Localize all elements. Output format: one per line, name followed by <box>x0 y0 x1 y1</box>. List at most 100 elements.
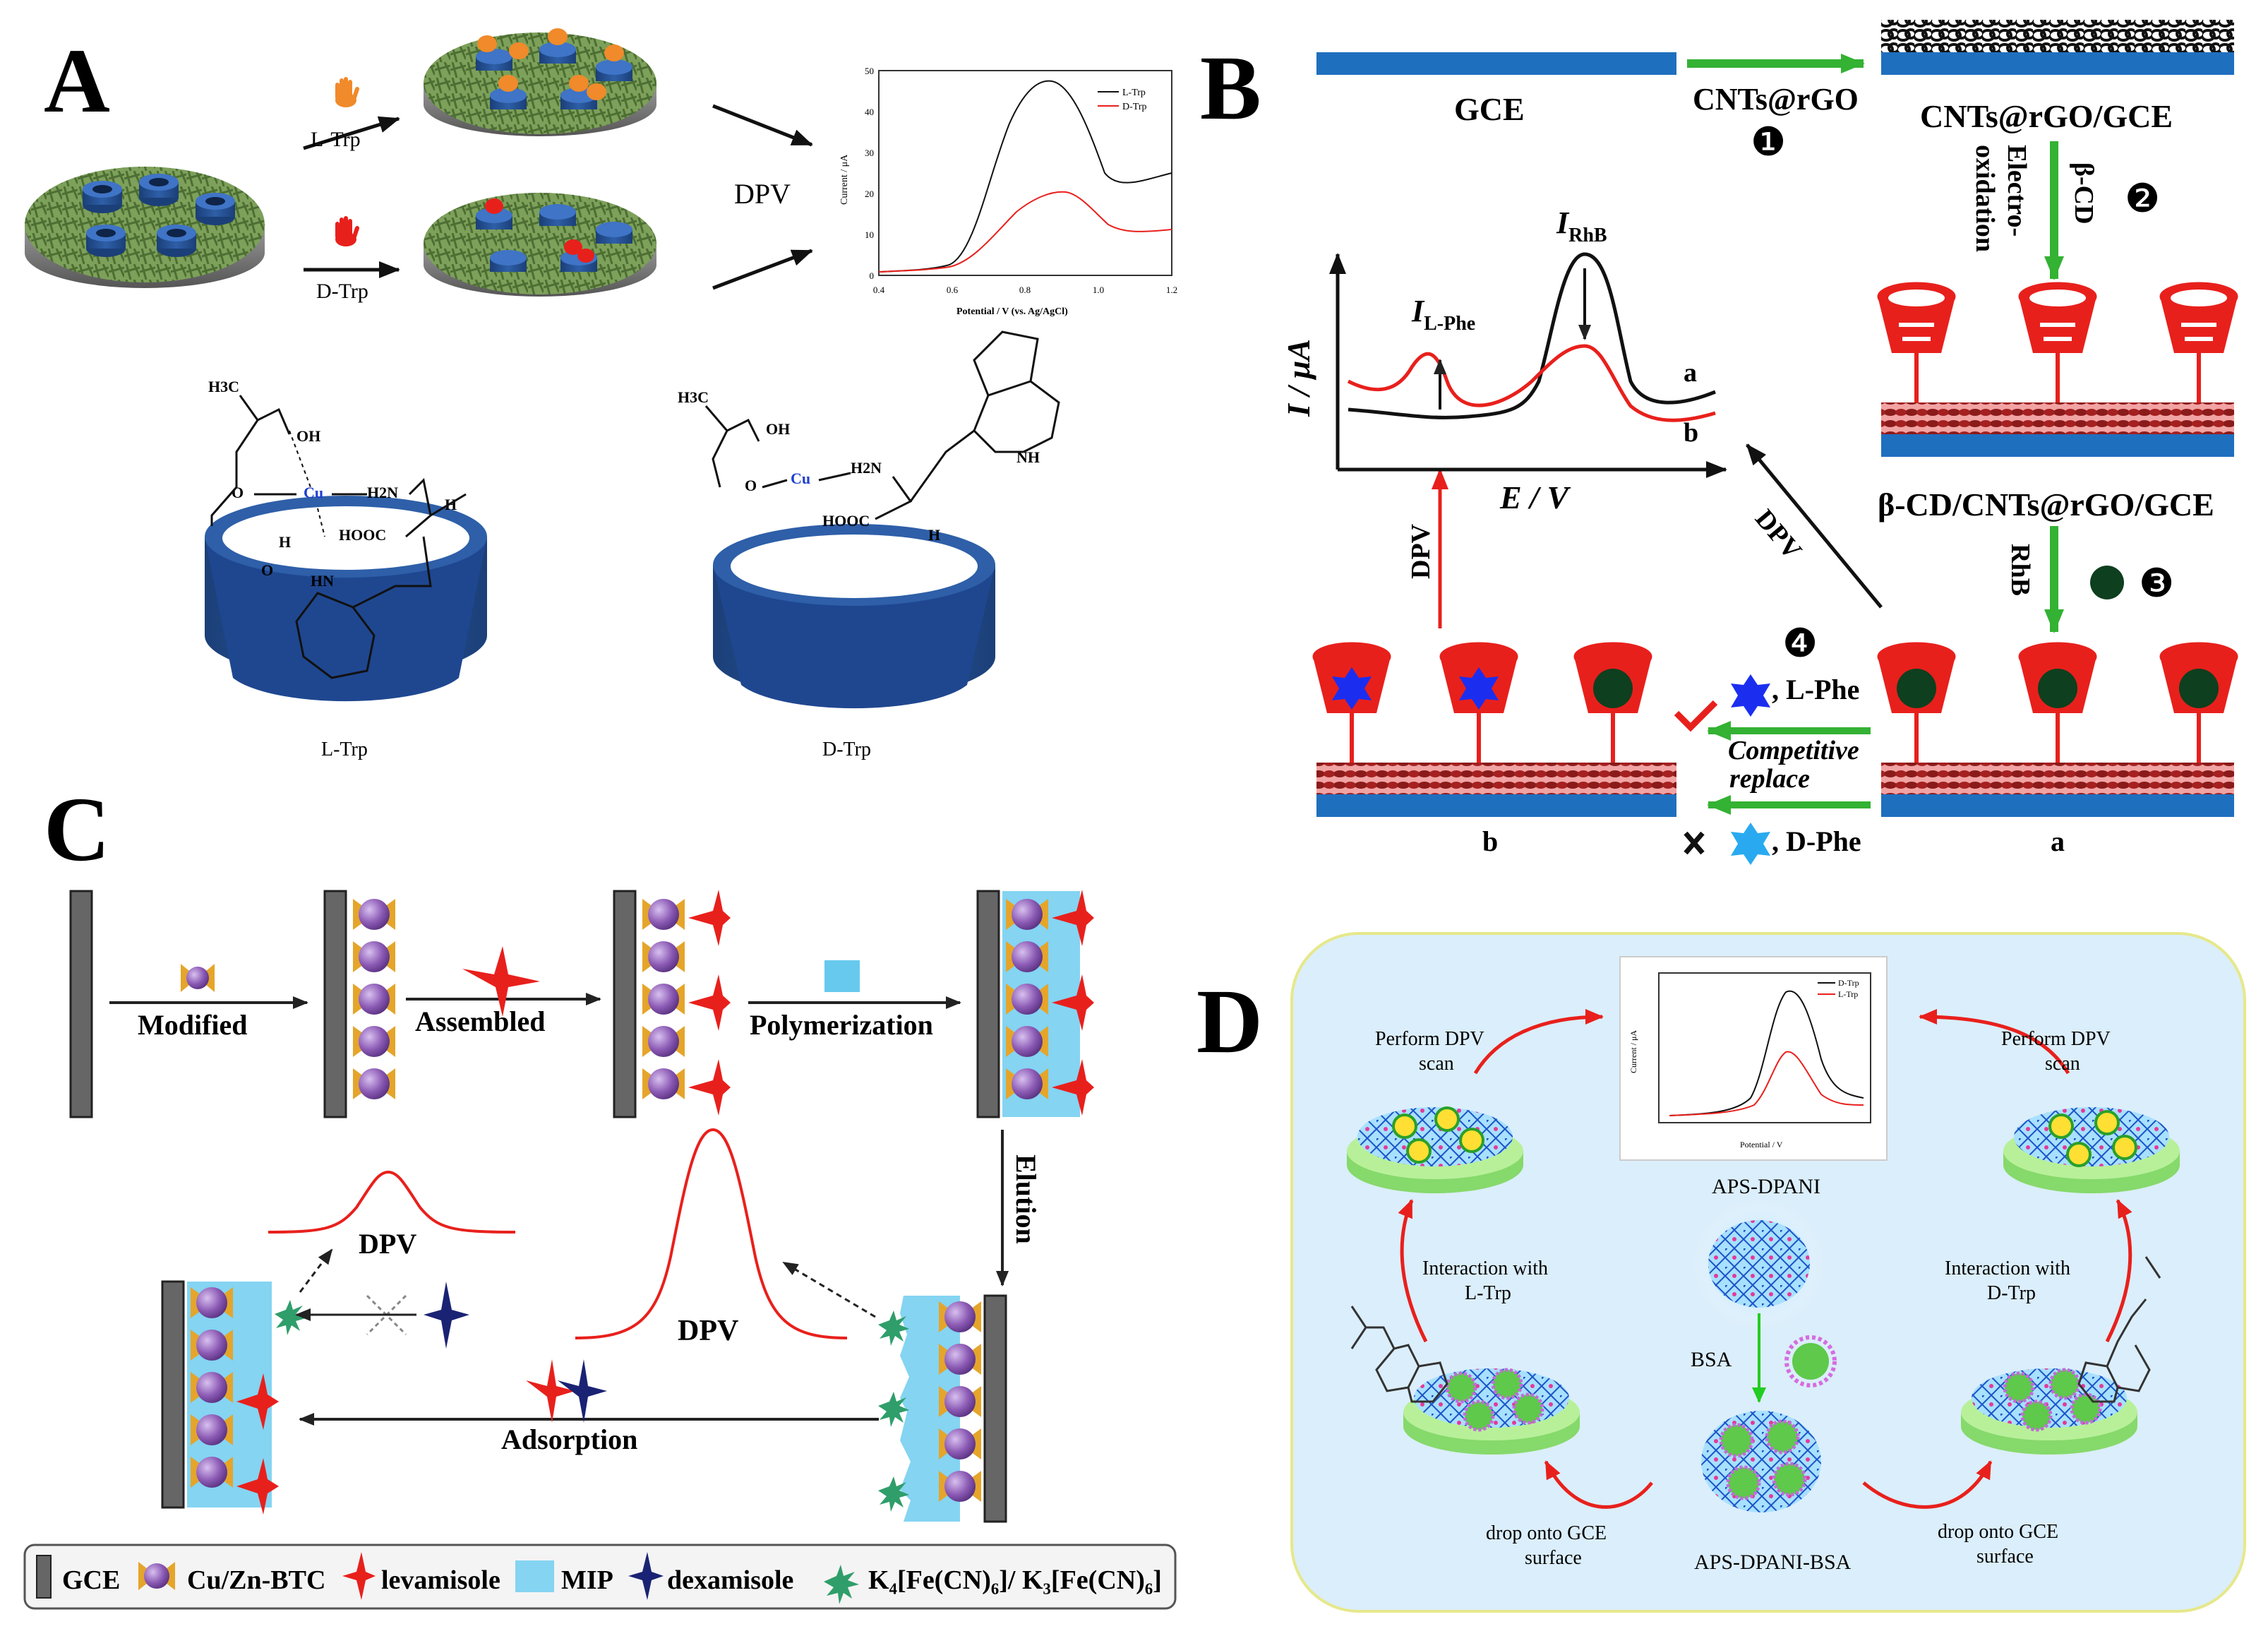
label-b: b <box>1482 825 1498 857</box>
inset-a-ytick: 0 <box>870 270 875 281</box>
structure-l-trp: H3C OH O Cu H2N HOOC H HN H O L-Trp <box>205 378 487 760</box>
arrow-interaction-left <box>1398 1199 1428 1343</box>
arrow-interaction-right <box>2105 1199 2132 1343</box>
step4-badge: ❹ <box>1782 622 1818 666</box>
legend-gce-text: GCE <box>62 1565 120 1595</box>
svg-text:Cu: Cu <box>304 484 323 501</box>
curve-a-label: a <box>1684 358 1697 388</box>
d-trp-caption: D-Trp <box>822 739 871 760</box>
legend-c: GCE Cu/Zn-BTC levamisole MIP dexamisole … <box>23 1544 1177 1610</box>
svg-text:O: O <box>261 561 273 579</box>
hand-icon-red <box>335 216 359 246</box>
cnts-layer <box>1881 20 2234 52</box>
electrode-disc-main <box>25 167 265 288</box>
d-phe-icon <box>1731 823 1770 865</box>
inset-d-curve-l-trp <box>1669 1051 1864 1116</box>
plate-top-right <box>2003 1107 2180 1193</box>
rhb-icon <box>2090 566 2124 599</box>
svg-text:O: O <box>745 477 757 494</box>
svg-text:H: H <box>928 526 940 544</box>
legend-cuzn-text: Cu/Zn-BTC <box>187 1565 325 1595</box>
label-a: a <box>2051 825 2065 857</box>
inset-d-ylabel: Current / μA <box>1628 1030 1638 1073</box>
dashed-arrow-dpv-small <box>299 1248 333 1293</box>
legend-mip-swatch <box>515 1560 554 1592</box>
adsorption-label: Adsorption <box>501 1423 637 1455</box>
gce-electrode-top <box>1316 52 1676 75</box>
l-phe-icon <box>1731 674 1770 717</box>
aps-dpani-cluster <box>1708 1220 1810 1308</box>
scan-right: scan <box>2045 1053 2080 1075</box>
rhb-label: RhB <box>2005 544 2035 596</box>
stage-polymerized <box>976 890 1094 1118</box>
inset-d-curve-d-trp <box>1669 990 1864 1116</box>
electrode-disc-d-trp <box>424 193 656 297</box>
mof-particle-icon <box>181 964 215 992</box>
interaction-right-2: D-Trp <box>1987 1282 2036 1304</box>
svg-text:HOOC: HOOC <box>822 512 870 530</box>
scan-left: scan <box>1419 1053 1454 1075</box>
perform-dpv-left: Perform DPV <box>1375 1028 1484 1050</box>
electro-label: Electro- <box>2002 145 2032 237</box>
gce-label: GCE <box>1454 91 1525 127</box>
bsa-icon <box>1784 1335 1837 1387</box>
step3-badge: ❸ <box>2139 562 2174 606</box>
bcd-gce-label: β-CD/CNTs@rGO/GCE <box>1878 486 2214 523</box>
perform-dpv-right: Perform DPV <box>2001 1028 2111 1050</box>
drop-left-2: surface <box>1525 1547 1582 1569</box>
svg-text:H3C: H3C <box>208 378 239 395</box>
inset-a-xtick: 0.8 <box>1019 285 1031 295</box>
electrode-a <box>1877 642 2238 817</box>
inset-a-ytick: 20 <box>865 189 874 199</box>
inset-d-legend-d: D-Trp <box>1838 978 1859 988</box>
legend-mip-text: MIP <box>561 1565 613 1595</box>
svg-text:H3C: H3C <box>678 388 709 406</box>
dpv-peak-large <box>575 1128 848 1339</box>
inset-a-curve-d-trp <box>878 191 1172 273</box>
electrode-disc-l-trp <box>424 28 656 136</box>
legend-dexamisole-text: dexamisole <box>667 1565 793 1595</box>
inset-a-legend-d: D-Trp <box>1122 102 1147 112</box>
check-icon <box>1674 700 1718 732</box>
d-phe-label: , D-Phe <box>1772 825 1861 857</box>
legend-cuzn-swatch <box>138 1562 175 1590</box>
cnts-label: CNTs@rGO <box>1693 82 1859 117</box>
panel-c: C Modified Assembled <box>23 779 1177 1610</box>
structure-d-trp: H3C OH O Cu H2N HOOC H NH D-Trp <box>678 330 1060 760</box>
assembled-label: Assembled <box>415 1005 545 1037</box>
plate-top-left <box>1347 1106 1523 1193</box>
step2-badge: ❷ <box>2125 177 2160 221</box>
arrow-to-inset-right <box>1919 1009 2070 1075</box>
polymerization-label: Polymerization <box>750 1009 933 1041</box>
inset-chart-d: Current / μA Potential / V D-Trp L-Trp <box>1619 956 1888 1161</box>
panel-c-letter: C <box>44 779 110 880</box>
stage-assembled <box>613 890 731 1118</box>
step1-badge: ❶ <box>1751 121 1786 165</box>
dpv-peak-small <box>268 1170 516 1234</box>
bsa-label: BSA <box>1691 1348 1732 1371</box>
panel-d-letter: D <box>1196 971 1263 1073</box>
schematic-dpv-graph: I / μA E / V IL-Phe IRhB a b <box>1280 205 1727 515</box>
inset-a-ytick: 10 <box>865 229 874 240</box>
l-trp-caption: L-Trp <box>321 739 368 760</box>
interaction-left-1: Interaction with <box>1422 1258 1548 1279</box>
hand-icon-orange <box>335 77 359 107</box>
panel-a: A L-Trp D-Trp <box>25 28 1177 760</box>
cyclodextrin-cups <box>83 174 235 257</box>
drop-right-1: drop onto GCE <box>1938 1521 2058 1543</box>
svg-text:H: H <box>279 533 291 551</box>
graph-ylabel: I / μA <box>1280 339 1316 417</box>
cnts-gce-label: CNTs@rGO/GCE <box>1920 98 2173 134</box>
dpv-label-a: DPV <box>734 178 791 210</box>
panel-b-letter: B <box>1200 37 1261 139</box>
oxidation-label: oxidation <box>1970 145 2000 252</box>
levamisole-icon <box>462 946 540 1017</box>
panel-d: D Current / μA Potential / V D-Trp L-Trp… <box>1196 932 2246 1613</box>
bcd-label: β-CD <box>2069 162 2099 225</box>
inset-a-xtick: 1.2 <box>1166 285 1177 295</box>
cross-icon <box>1684 831 1705 855</box>
gce-electrode-cnts <box>1881 52 2234 75</box>
replace-label: replace <box>1729 764 1810 794</box>
inset-a-ytick: 40 <box>865 107 874 117</box>
dexamisole-icon-small <box>558 1359 607 1423</box>
